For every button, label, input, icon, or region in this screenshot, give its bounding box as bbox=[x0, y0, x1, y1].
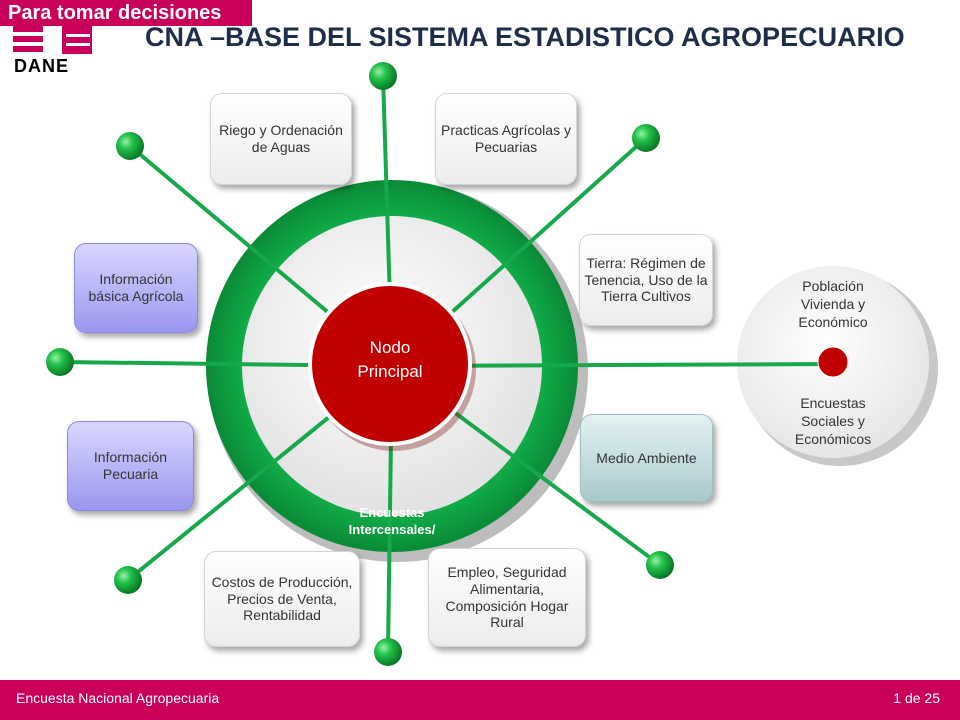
logo-text: DANE bbox=[14, 56, 70, 76]
page-title: CNA –BASE DEL SISTEMA ESTADISTICO AGROPE… bbox=[145, 22, 905, 52]
ball-top-left-icon bbox=[116, 132, 144, 160]
side-node-icon bbox=[817, 346, 849, 378]
tagline-banner: Para tomar decisiones bbox=[0, 0, 252, 26]
side-circle-bottom-label: Encuestas Sociales y Económicos bbox=[794, 395, 872, 448]
box-info-pecuaria: Información Pecuaria bbox=[67, 421, 194, 511]
center-node-line2: Principal bbox=[357, 362, 422, 381]
ball-left-icon bbox=[46, 348, 74, 376]
ball-bottom-left-icon bbox=[114, 566, 142, 594]
footer-left-text: Encuesta Nacional Agropecuaria bbox=[16, 690, 220, 706]
ball-bottom-icon bbox=[374, 638, 402, 666]
box-tierra: Tierra: Régimen de Tenencia, Uso de la T… bbox=[579, 234, 713, 326]
box-riego: Riego y Ordenación de Aguas bbox=[210, 93, 352, 185]
box-practicas: Practicas Agrícolas y Pecuarias bbox=[435, 93, 577, 185]
ball-top-icon bbox=[369, 62, 397, 90]
page-indicator: 1 de 25 bbox=[893, 690, 940, 706]
box-empleo: Empleo, Seguridad Alimentaria, Composici… bbox=[428, 548, 586, 647]
ring-label-line2: Intercensales/ bbox=[349, 522, 436, 537]
box-costos: Costos de Producción, Precios de Venta, … bbox=[204, 551, 360, 647]
footer-bar bbox=[0, 680, 960, 720]
ring-label-line1: Encuestas bbox=[359, 505, 424, 520]
side-circle-top-label: Población Vivienda y Económico bbox=[798, 278, 868, 331]
box-info-basica: Información básica Agrícola bbox=[74, 243, 198, 333]
ball-top-right-icon bbox=[632, 124, 660, 152]
center-node-line1: Nodo bbox=[370, 338, 411, 357]
ball-bottom-right-icon bbox=[646, 551, 674, 579]
dane-logo-icon bbox=[13, 26, 92, 54]
box-medio-ambiente: Medio Ambiente bbox=[580, 414, 713, 502]
center-node bbox=[308, 282, 472, 446]
